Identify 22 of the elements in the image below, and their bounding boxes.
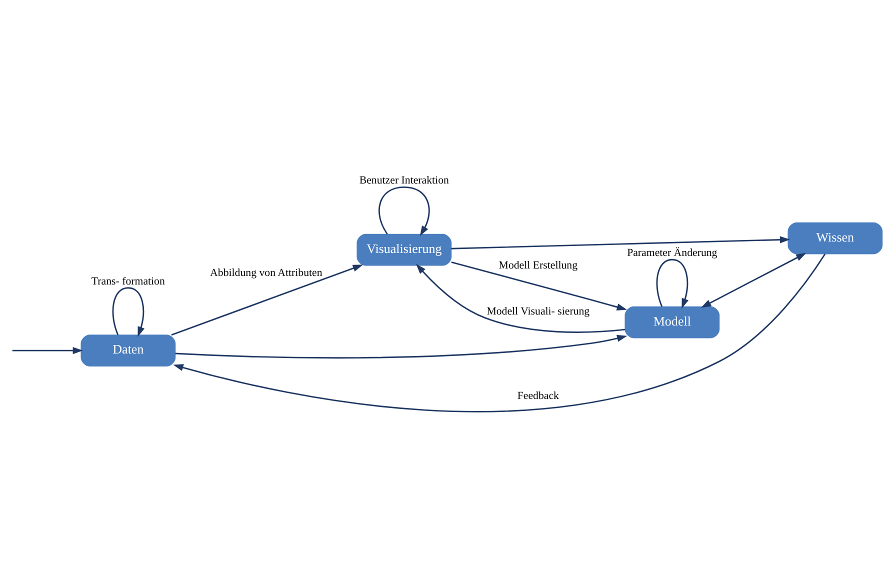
arrow [451, 261, 628, 310]
node-box: Modell [624, 306, 720, 338]
edge-label: Benutzer Interaktion [359, 174, 449, 186]
arrow [173, 253, 826, 412]
node-box: Daten [80, 334, 176, 366]
arrow [416, 263, 626, 332]
edge-label: Modell Erstellung [498, 259, 578, 272]
edge-label: Trans- formation [91, 274, 165, 287]
arrow [112, 286, 144, 336]
node-box: Wissen [788, 222, 883, 254]
node-box: Visualisierung [356, 233, 452, 266]
arrow [656, 258, 688, 308]
edge-label: Modell Visuali- sierung [486, 304, 590, 317]
arrow [175, 334, 628, 358]
edge-label: Parameter Änderung [627, 246, 718, 259]
arrow [700, 252, 806, 308]
arrow [378, 186, 430, 236]
arrow [171, 264, 364, 336]
edge-label: Abbildung von Attributen [210, 266, 322, 278]
edge-label: Feedback [517, 390, 559, 402]
arrow [451, 236, 790, 249]
arrow [12, 346, 83, 354]
